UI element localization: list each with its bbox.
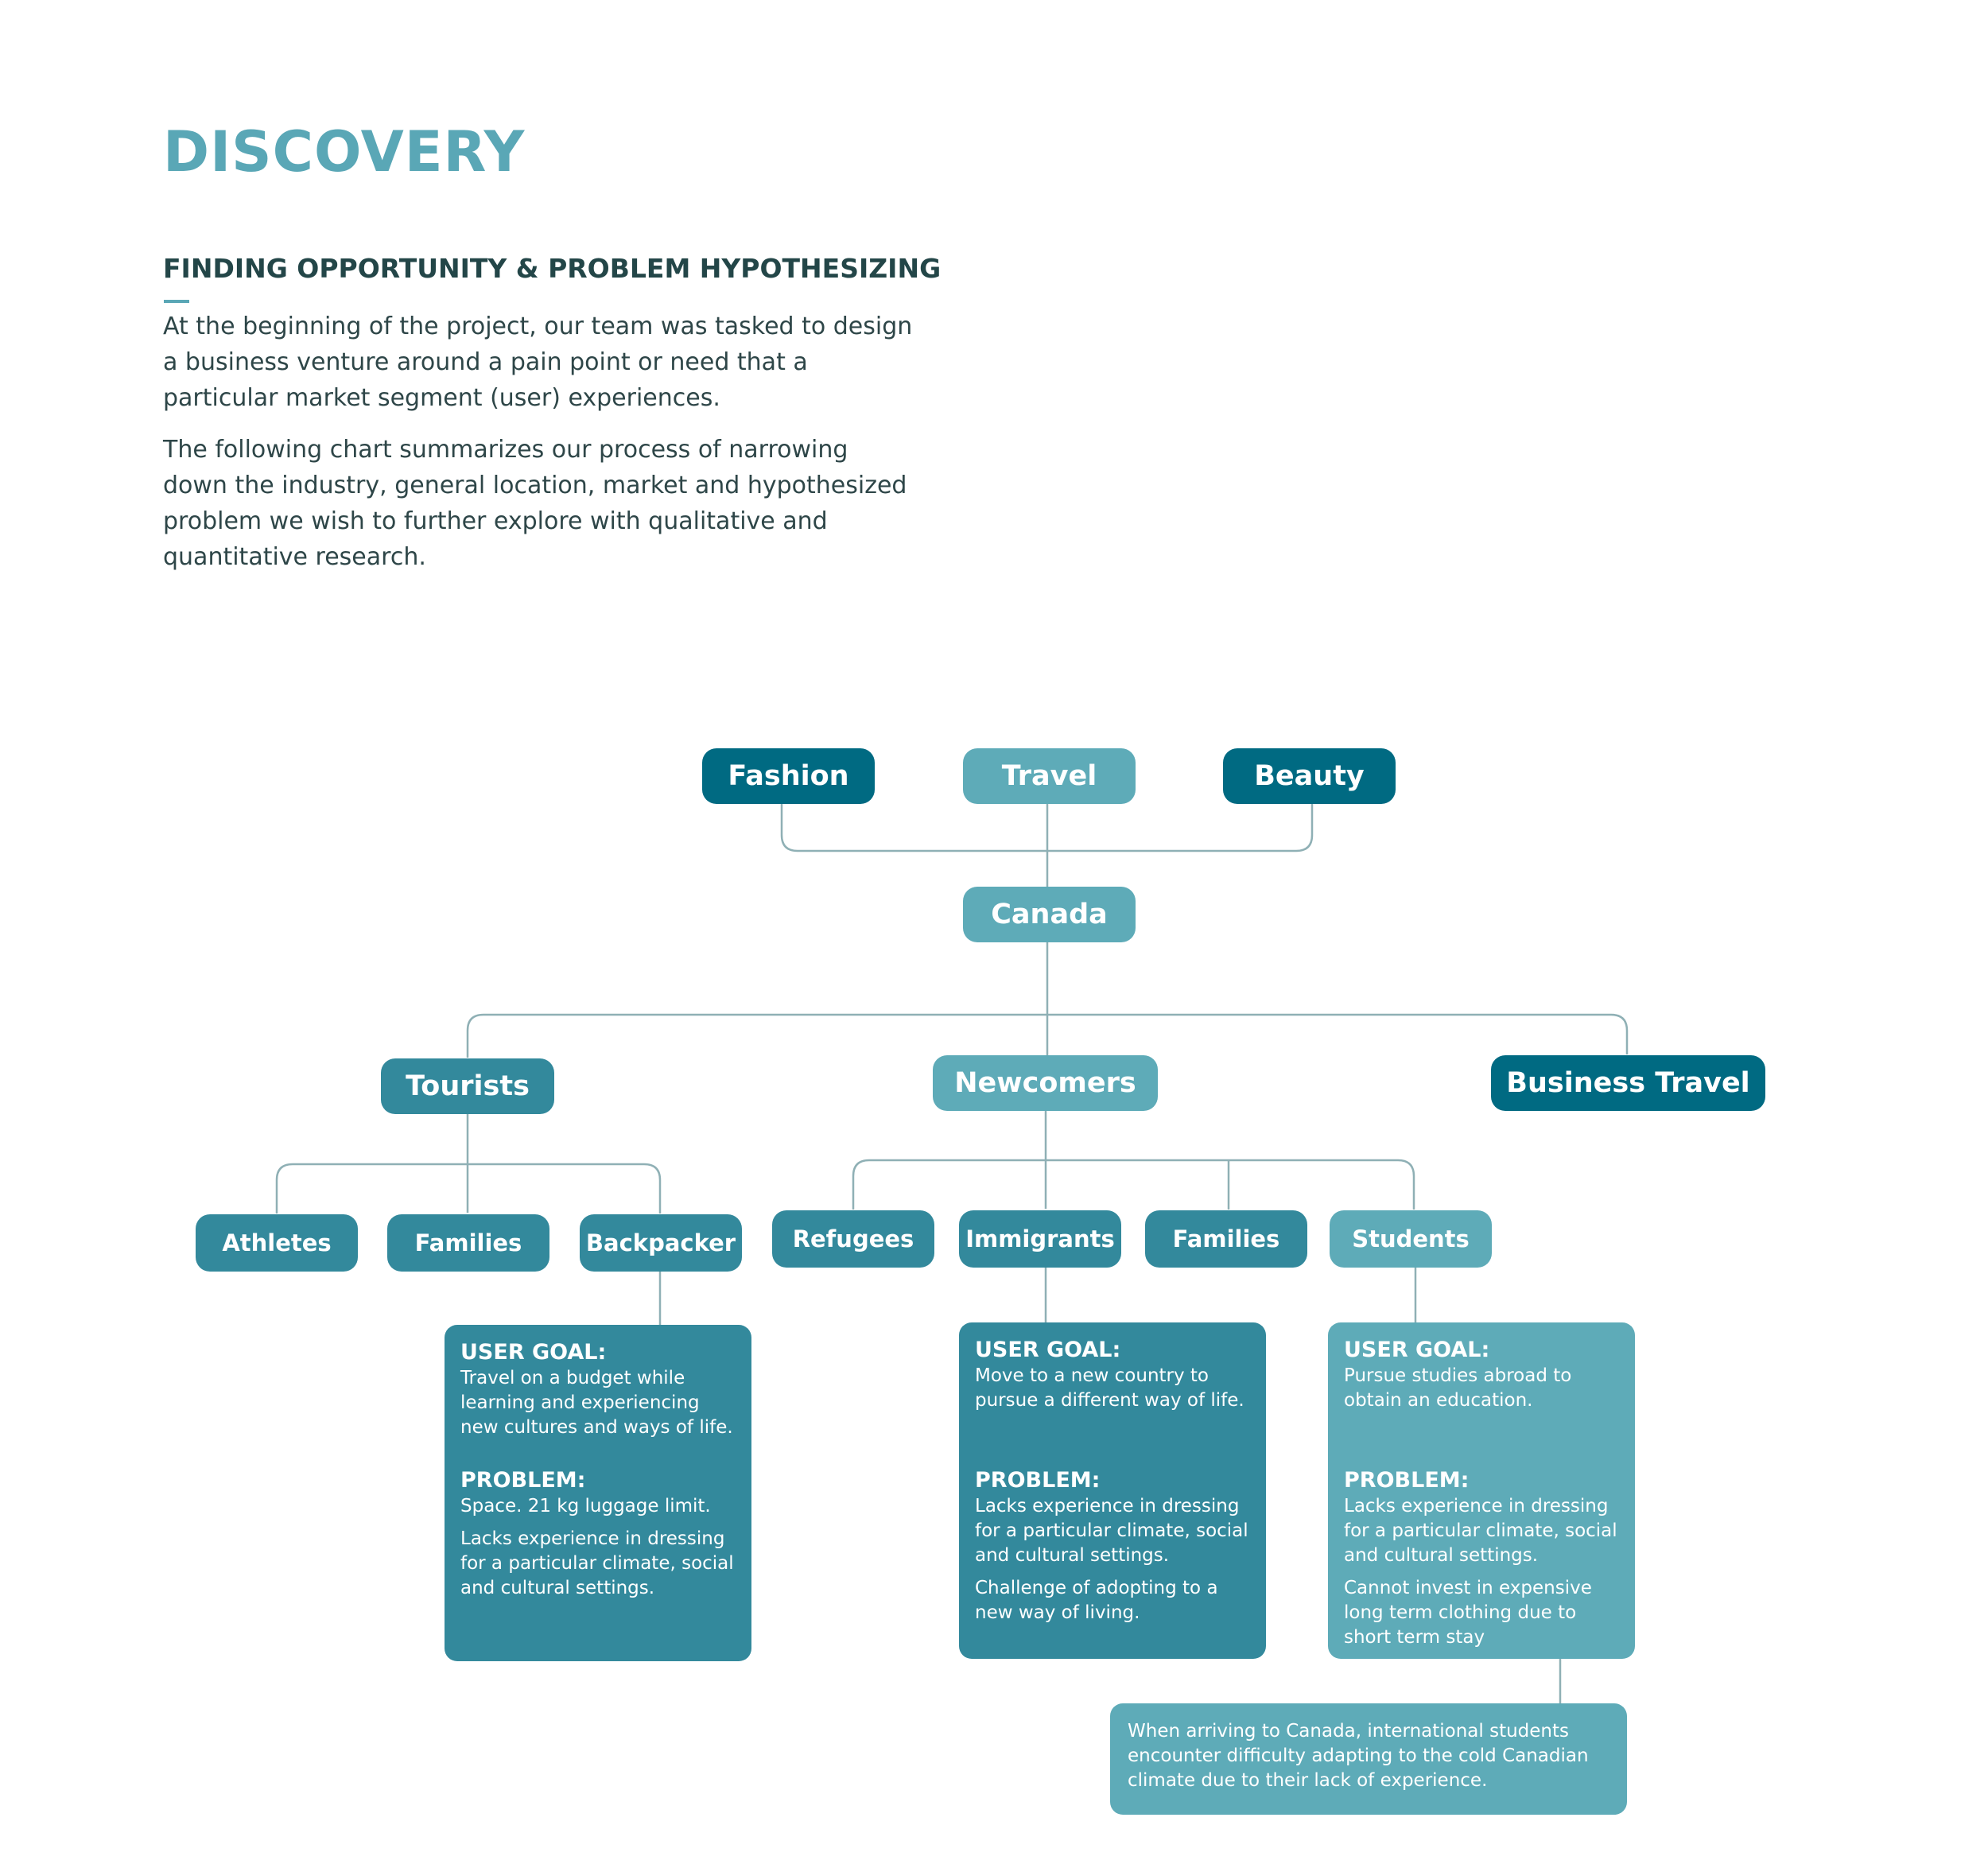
students-card: USER GOAL: Pursue studies abroad to obta… [1328,1322,1635,1659]
node-canada: Canada [963,887,1136,942]
students-goal-label: USER GOAL: [1344,1338,1490,1362]
connector-tourist-segments [275,1163,662,1214]
backpacker-goal-label: USER GOAL: [460,1340,607,1365]
section-subtitle: FINDING OPPORTUNITY & PROBLEM HYPOTHESIZ… [163,253,942,284]
node-tourists: Tourists [381,1058,554,1114]
students-goal-text: Pursue studies abroad to obtain an educa… [1344,1365,1572,1411]
immigrants-card: USER GOAL: Move to a new country to purs… [959,1322,1266,1659]
chart-description-paragraph: The following chart summarizes our proce… [163,436,907,571]
insight-note: When arriving to Canada, international s… [1110,1703,1627,1815]
connector-newcomer-segments [852,1159,1415,1210]
backpacker-goal-text: Travel on a budget while learning and ex… [460,1368,733,1438]
backpacker-card: USER GOAL: Travel on a budget while lear… [445,1325,751,1661]
node-refugees: Refugees [772,1210,934,1268]
node-beauty: Beauty [1223,748,1396,804]
immigrants-problem-label: PROBLEM: [975,1468,1101,1493]
backpacker-problem-label: PROBLEM: [460,1468,586,1493]
node-fashion: Fashion [702,748,875,804]
students-problem-label: PROBLEM: [1344,1468,1470,1493]
accent-divider [164,300,189,303]
node-tourist-families: Families [387,1214,549,1272]
backpacker-problem-2: Lacks experience in dressing for a parti… [460,1528,734,1598]
backpacker-problem-1: Space. 21 kg luggage limit. [460,1496,711,1516]
immigrants-problem-2: Challenge of adopting to a new way of li… [975,1578,1218,1623]
intro-paragraph: At the beginning of the project, our tea… [163,313,913,412]
students-problem-1: Lacks experience in dressing for a parti… [1344,1496,1617,1566]
immigrants-problem-1: Lacks experience in dressing for a parti… [975,1496,1248,1566]
immigrants-goal-label: USER GOAL: [975,1338,1121,1362]
node-immigrants: Immigrants [959,1210,1121,1268]
node-newcomer-families: Families [1145,1210,1307,1268]
node-students: Students [1330,1210,1492,1268]
connector-markets [466,1013,1629,1058]
node-travel: Travel [963,748,1136,804]
node-athletes: Athletes [196,1214,358,1272]
students-problem-2: Cannot invest in expensive long term clo… [1344,1578,1592,1648]
node-backpacker: Backpacker [580,1214,742,1272]
page-title: DISCOVERY [163,119,526,184]
immigrants-goal-text: Move to a new country to pursue a differ… [975,1365,1244,1411]
node-business-travel: Business Travel [1491,1055,1765,1111]
node-newcomers: Newcomers [933,1055,1158,1111]
